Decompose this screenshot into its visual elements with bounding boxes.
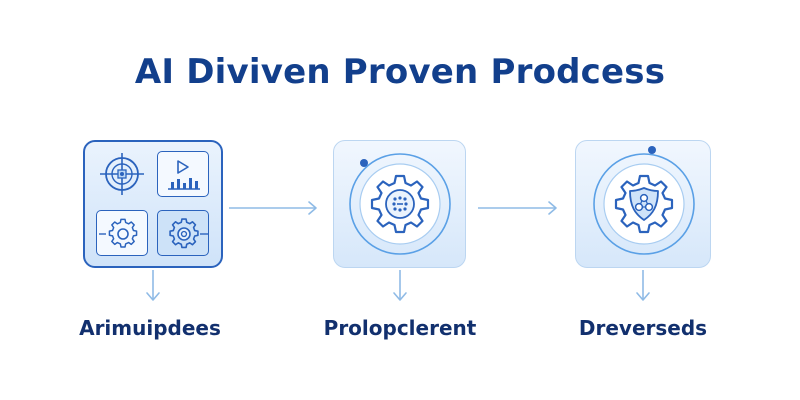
- active-settings-tile: [157, 210, 209, 256]
- step-3-label: Dreverseds: [578, 316, 708, 340]
- arrow-down-icon: [636, 270, 650, 301]
- video-chart-tile: [157, 151, 209, 197]
- arrow-down-icon: [146, 270, 160, 301]
- step-2-label: Prolopclerent: [323, 316, 477, 340]
- step-1-card: [83, 140, 223, 268]
- video-chart-icon: [168, 160, 200, 190]
- crosshair-icon: [100, 153, 144, 195]
- step-2-card: [333, 140, 466, 268]
- diagram-title: AI Diviven Proven Prodcess: [134, 52, 666, 92]
- arrow-right-icon: [478, 201, 557, 215]
- arrow-right-icon: [229, 201, 317, 215]
- step-3-card: [575, 140, 711, 268]
- settings-tile: [96, 210, 148, 256]
- gear-active-icon: [169, 218, 208, 249]
- step-1-label: Arimuipdees: [79, 316, 221, 340]
- target-tile: [96, 151, 148, 197]
- gear-icon: [99, 218, 138, 248]
- gear-chip-icon: [349, 153, 451, 255]
- arrow-down-icon: [393, 270, 407, 301]
- gear-shield-icon: [593, 146, 695, 255]
